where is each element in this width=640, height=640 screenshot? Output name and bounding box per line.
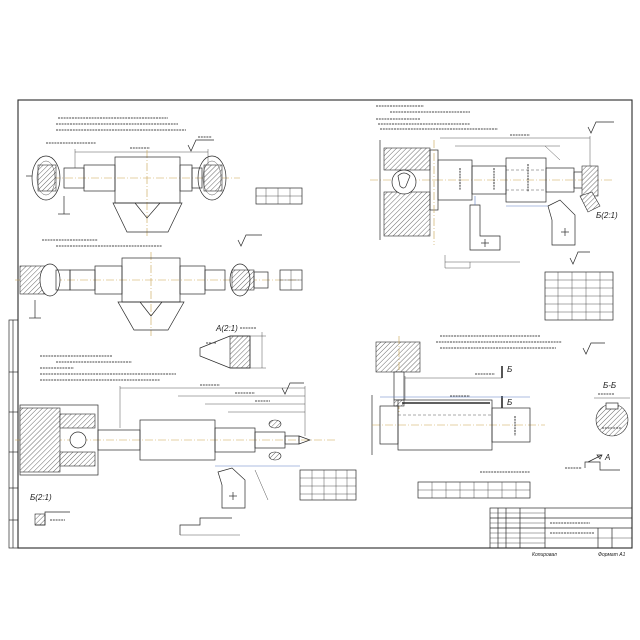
- frame-border: [17, 99, 633, 549]
- right-chuck: [231, 269, 255, 291]
- right-cutter-inner: [202, 160, 222, 196]
- base-step: [444, 255, 471, 269]
- part-body: [114, 156, 181, 204]
- parameter-table: [279, 269, 303, 291]
- leader-line: [254, 469, 269, 501]
- sketch-turning-1: Б(2:1): [370, 105, 618, 321]
- parameter-table: [299, 469, 357, 501]
- detail-a-label: А(2:1): [215, 324, 238, 333]
- table-border: [299, 469, 357, 501]
- roughness-symbol: [587, 121, 614, 134]
- detail-b-bottom-section: [34, 513, 46, 526]
- shaft-step: [204, 269, 226, 291]
- section-cut-label: Б: [507, 365, 512, 374]
- steady-rest-jaw: [268, 451, 282, 461]
- roughness-symbol: [582, 342, 605, 355]
- roughness-symbol: [281, 382, 304, 395]
- detail-b-top-label: Б(2:1): [596, 211, 618, 220]
- chuck-cam: [391, 169, 417, 195]
- end-mill: [393, 371, 405, 401]
- cutting-tool: [217, 467, 246, 509]
- sketch-milling: Б Б Б-Б А: [371, 335, 630, 499]
- tailstock-center: [581, 165, 599, 197]
- right-center: [229, 263, 251, 297]
- roughness-symbol: [187, 139, 214, 152]
- detail-a-section: [229, 335, 251, 369]
- left-cutter-hatch: [37, 164, 57, 192]
- right-cutter: [197, 155, 227, 201]
- chuck-jaw-top: [383, 147, 431, 171]
- cutter-holder: [375, 341, 421, 373]
- parameter-table: [544, 271, 614, 321]
- v-block-groove: [134, 202, 161, 219]
- parameter-table: [255, 187, 303, 205]
- chuck-cam: [69, 431, 87, 449]
- tool-profile: [179, 517, 232, 535]
- left-center: [39, 263, 61, 297]
- sketch-setup-a: [26, 117, 303, 238]
- leader-line: [544, 145, 561, 161]
- left-cutter: [31, 155, 61, 201]
- steady-rest-jaw: [268, 419, 282, 429]
- tail-center: [298, 435, 312, 445]
- cutting-tool: [547, 199, 576, 246]
- sheet-frame: [8, 99, 633, 549]
- format-label: Формат А1: [598, 552, 626, 558]
- chuck-jaw-bottom: [383, 191, 431, 237]
- shaft-step: [491, 407, 531, 443]
- view-arrow: [587, 454, 603, 463]
- section-cut-label: Б: [507, 398, 512, 407]
- left-margin-strip: [8, 319, 19, 549]
- section-bb-label: Б-Б: [603, 381, 616, 390]
- right-collar: [253, 271, 269, 289]
- sketch-turning-2: Б(2:1): [15, 355, 357, 536]
- title-block: Копировал Формат А1: [489, 507, 633, 558]
- cutting-tool: [469, 204, 501, 251]
- shaft-step: [191, 167, 203, 189]
- section-bb-keyway: [605, 402, 619, 410]
- view-a-label: А: [604, 453, 610, 462]
- view-a-cutter-profile: [584, 461, 620, 471]
- detail-a: А(2:1): [199, 324, 266, 369]
- chuck-cam-slot: [397, 172, 411, 189]
- right-cutter-hatch: [203, 164, 223, 192]
- parameter-table: [417, 481, 531, 499]
- detail-b-bottom-label: Б(2:1): [30, 493, 52, 502]
- roughness-symbol: [569, 251, 590, 265]
- copied-label: Копировал: [532, 552, 557, 558]
- chuck-body: [19, 407, 61, 473]
- roughness-symbol: [237, 234, 262, 247]
- detail-b-top-profile: [579, 191, 601, 213]
- chuck-jaw-top: [59, 413, 96, 429]
- chuck-jaw-bottom: [59, 451, 96, 467]
- sketch-setup-b: А(2:1): [15, 234, 303, 369]
- left-cutter-inner: [36, 160, 56, 196]
- view-arrow-head: [596, 454, 603, 460]
- v-block-groove: [139, 301, 163, 317]
- detail-b-bottom-profile: [35, 511, 70, 526]
- v-block-support: [112, 202, 183, 233]
